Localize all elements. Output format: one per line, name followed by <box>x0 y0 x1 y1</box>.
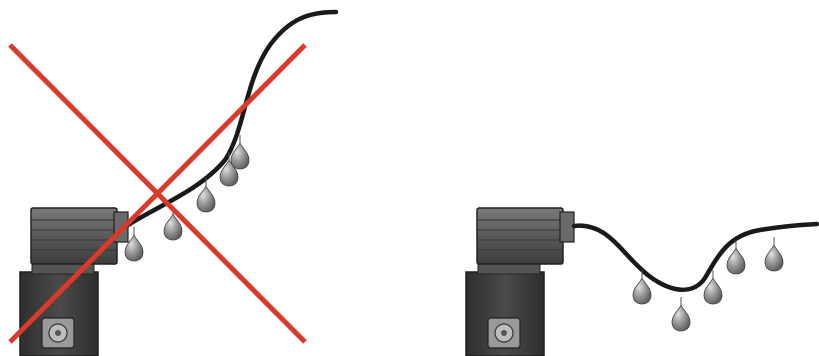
solenoid-valve-icon <box>465 207 575 356</box>
cross-out-icon <box>8 43 307 344</box>
panel-correct <box>465 207 819 356</box>
solenoid-valve-icon <box>19 207 129 356</box>
panel-wrong <box>8 9 339 356</box>
water-droplet-icon <box>671 296 691 332</box>
cable <box>125 9 339 228</box>
water-droplet-icon <box>764 236 784 272</box>
cable <box>571 221 819 292</box>
